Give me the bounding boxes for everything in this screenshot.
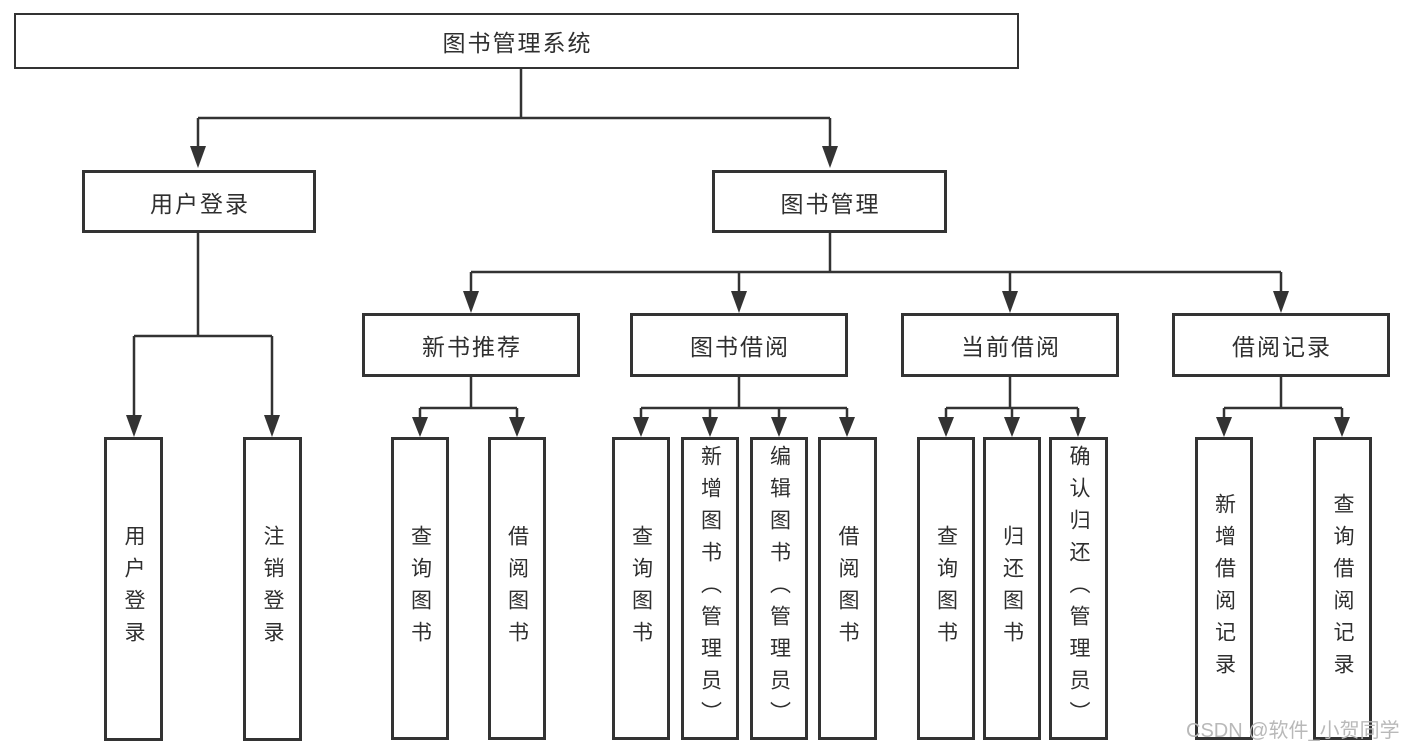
arrowhead — [1334, 417, 1350, 437]
leaf-label: 新增图书（管理员） — [698, 444, 722, 733]
arrowhead — [264, 415, 280, 437]
arrowhead — [731, 291, 747, 313]
csdn-watermark: CSDN @软件_小贺同学 — [1186, 720, 1400, 742]
leaf-query-books-current: 查询图书 — [917, 437, 975, 740]
arrowhead — [839, 417, 855, 437]
leaf-label: 注销登录 — [261, 525, 284, 653]
leaf-borrow-books-borrow: 借阅图书 — [818, 437, 877, 740]
leaf-label: 归还图书 — [1000, 524, 1024, 653]
leaf-label: 确认归还（管理员） — [1067, 444, 1090, 733]
leaf-logout: 注销登录 — [243, 437, 302, 741]
leaf-label: 编辑图书（管理员） — [767, 444, 791, 733]
arrowhead — [1002, 291, 1018, 313]
leaf-label: 用户登录 — [122, 525, 145, 653]
arrowhead — [1273, 291, 1289, 313]
leaf-confirm-return-admin: 确认归还（管理员） — [1049, 437, 1108, 740]
arrowhead — [509, 417, 525, 437]
node-book-borrow: 图书借阅 — [630, 313, 848, 377]
node-new-book-recommend: 新书推荐 — [362, 313, 580, 377]
leaf-borrow-books-newbooks: 借阅图书 — [488, 437, 546, 740]
leaf-label: 查询借阅记录 — [1331, 492, 1354, 685]
leaf-edit-books-admin: 编辑图书（管理员） — [750, 437, 808, 740]
connector-paths — [132, 69, 1344, 419]
leaf-return-books: 归还图书 — [983, 437, 1041, 740]
leaf-label: 新增借阅记录 — [1212, 492, 1236, 685]
leaf-query-borrow-record: 查询借阅记录 — [1313, 437, 1372, 740]
leaf-label: 借阅图书 — [505, 524, 529, 653]
arrowhead — [412, 417, 428, 437]
leaf-add-borrow-record: 新增借阅记录 — [1195, 437, 1253, 740]
leaf-query-books-borrow: 查询图书 — [612, 437, 670, 740]
leaf-label: 借阅图书 — [836, 524, 859, 653]
leaf-query-books-newbooks: 查询图书 — [391, 437, 449, 740]
leaf-user-login: 用户登录 — [104, 437, 163, 741]
leaf-label: 查询图书 — [934, 524, 958, 653]
leaf-label: 查询图书 — [629, 524, 653, 653]
arrowhead — [633, 417, 649, 437]
arrowhead — [1004, 417, 1020, 437]
arrowhead — [1070, 417, 1086, 437]
leaf-label: 查询图书 — [408, 524, 432, 653]
arrowhead — [190, 146, 206, 168]
node-user-login: 用户登录 — [82, 170, 316, 233]
arrowhead — [463, 291, 479, 313]
node-root-system: 图书管理系统 — [14, 13, 1019, 69]
node-current-borrow: 当前借阅 — [901, 313, 1119, 377]
node-borrow-records: 借阅记录 — [1172, 313, 1390, 377]
arrowhead — [822, 146, 838, 168]
node-book-management: 图书管理 — [712, 170, 947, 233]
leaf-add-books-admin: 新增图书（管理员） — [681, 437, 739, 740]
arrowhead — [771, 417, 787, 437]
arrowhead — [938, 417, 954, 437]
arrowhead — [126, 415, 142, 437]
arrowhead — [702, 417, 718, 437]
arrowhead — [1216, 417, 1232, 437]
